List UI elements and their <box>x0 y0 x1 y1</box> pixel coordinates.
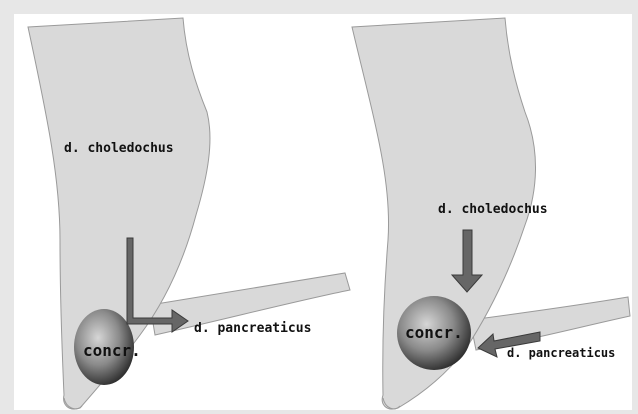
figure-canvas: d. choledochus d. pancreaticus concr. d.… <box>14 14 632 410</box>
pancreatic-label: d. pancreaticus <box>507 346 615 360</box>
pancreatic-label: d. pancreaticus <box>194 321 311 336</box>
left-panel: d. choledochus d. pancreaticus concr. <box>28 18 350 409</box>
stone-label: concr. <box>405 323 463 342</box>
stone-label: concr. <box>83 341 141 360</box>
duct-label: d. choledochus <box>64 141 174 156</box>
right-panel: d. choledochus d. pancreaticus concr. <box>352 18 630 409</box>
duct-label: d. choledochus <box>438 202 548 217</box>
